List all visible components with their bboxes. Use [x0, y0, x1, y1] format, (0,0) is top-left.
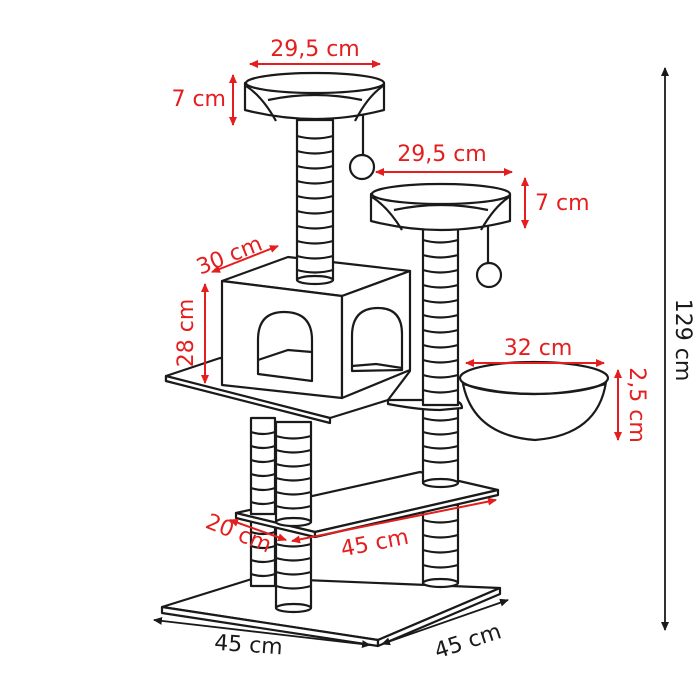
hanging-ball-1: [348, 114, 376, 181]
dim-top-platform-width: 29,5 cm: [249, 37, 381, 68]
house-doorway-front: [256, 310, 314, 383]
hanging-ball-2: [475, 225, 503, 289]
label-base-depth: 45 cm: [432, 619, 505, 664]
sisal-post-right-lower: [421, 403, 460, 489]
dim-house-height: 28 cm: [174, 283, 209, 384]
label-second-platform-width: 29,5 cm: [397, 142, 487, 167]
dim-second-platform-height: 7 cm: [521, 177, 590, 229]
dim-base-width: 45 cm: [153, 616, 371, 661]
label-second-platform-height: 7 cm: [535, 191, 590, 216]
second-bed: [369, 182, 512, 232]
dim-total-height: 129 cm: [661, 67, 695, 631]
label-base-width: 45 cm: [213, 631, 283, 661]
hammock-basket: [458, 360, 610, 442]
sisal-post-mid-front: [274, 420, 313, 528]
label-top-platform-height: 7 cm: [171, 87, 226, 112]
sisal-post-mid-back-left: [249, 416, 277, 516]
label-basket-width: 32 cm: [504, 336, 573, 361]
label-basket-height: 2,5 cm: [624, 367, 649, 443]
label-middle-shelf-width: 45 cm: [339, 525, 411, 563]
dim-basket-height: 2,5 cm: [614, 367, 649, 443]
sisal-post-top-right: [421, 223, 460, 407]
label-total-height: 129 cm: [670, 299, 695, 382]
sisal-post-lower-right: [421, 503, 460, 589]
dim-basket-width: 32 cm: [465, 336, 605, 367]
top-bed: [243, 71, 386, 122]
cube-house: [220, 255, 412, 400]
label-top-platform-width: 29,5 cm: [270, 37, 360, 62]
house-doorway-side: [350, 306, 404, 373]
sisal-post-top-left: [295, 118, 335, 286]
dim-second-platform-width: 29,5 cm: [375, 142, 513, 176]
dim-top-platform-height: 7 cm: [171, 74, 237, 126]
label-house-height: 28 cm: [174, 299, 199, 368]
